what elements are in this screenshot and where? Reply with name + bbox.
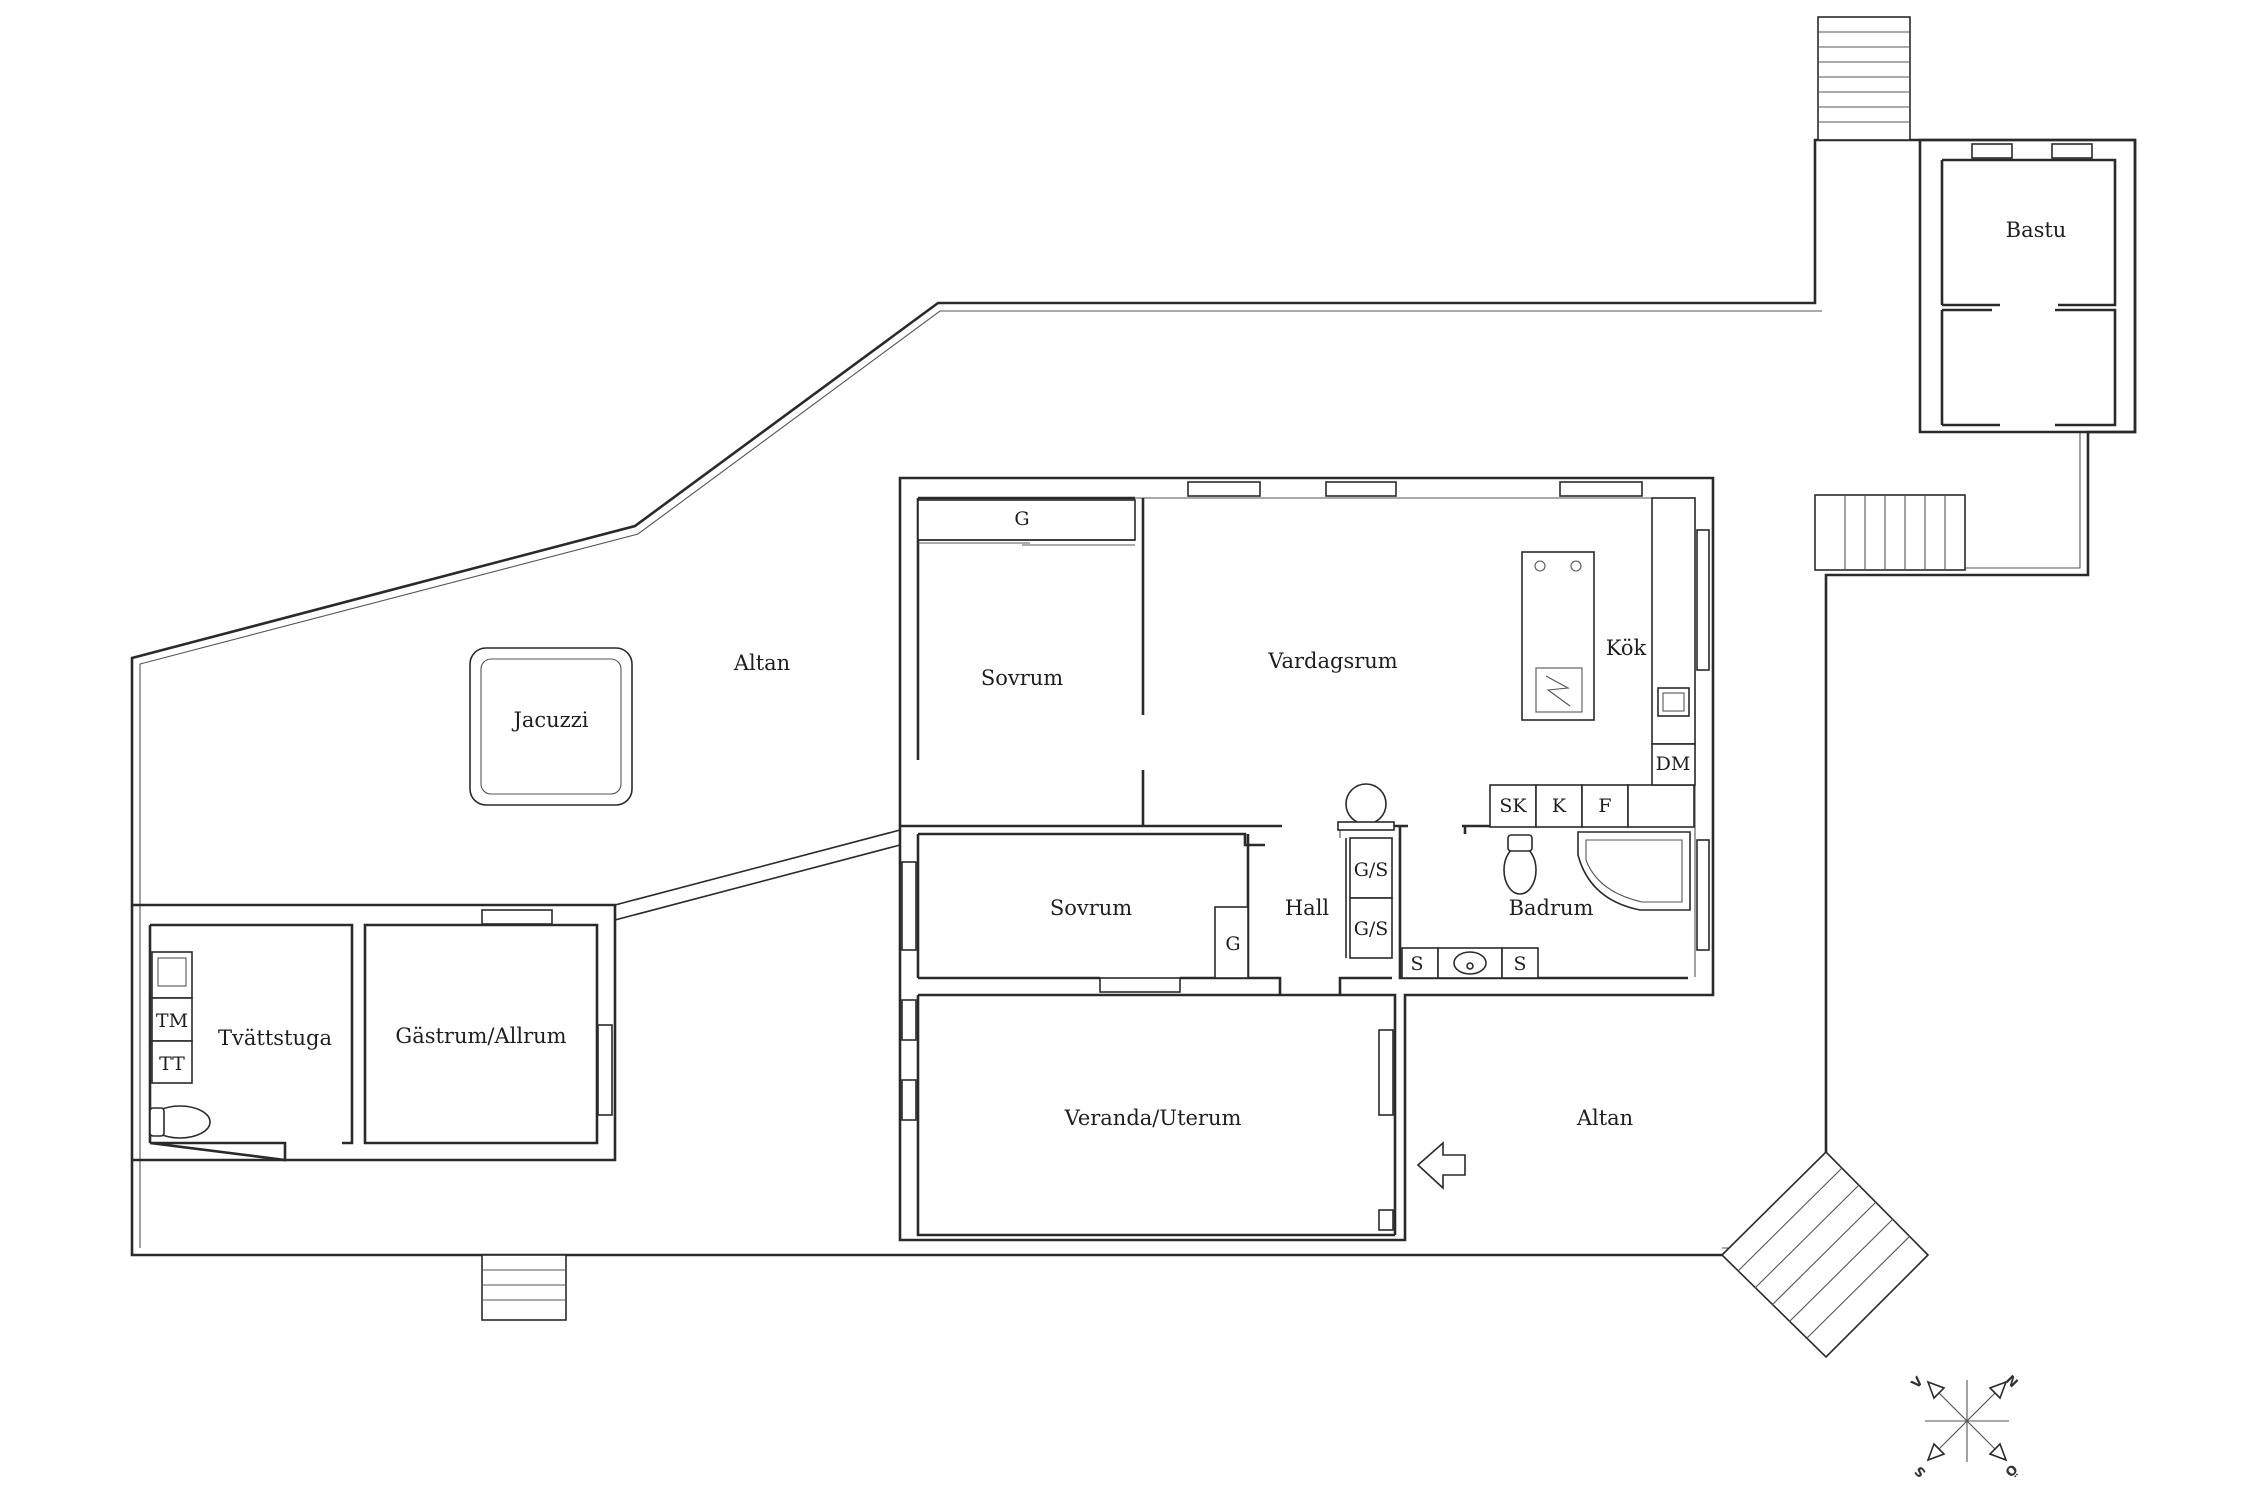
stairs-north: [1817, 16, 1911, 141]
label-kok: Kök: [1606, 636, 1647, 660]
label-sovrum-north: Sovrum: [981, 666, 1063, 690]
deck-railing: [614, 829, 901, 921]
entrance-arrow-icon: [1416, 1141, 1466, 1190]
label-gs-1: G/S: [1354, 859, 1389, 881]
label-tvattstuga: Tvättstuga: [218, 1026, 332, 1050]
label-dm: DM: [1656, 753, 1691, 775]
jacuzzi-tub: [469, 647, 633, 806]
label-f: F: [1598, 795, 1611, 817]
label-s-right: S: [1513, 953, 1526, 975]
label-jacuzzi: Jacuzzi: [511, 708, 588, 732]
label-sk: SK: [1499, 795, 1527, 817]
compass-s: S: [1912, 1463, 1929, 1480]
label-vardagsrum: Vardagsrum: [1267, 649, 1398, 673]
label-k: K: [1552, 795, 1567, 817]
label-veranda: Veranda/Uterum: [1064, 1106, 1242, 1130]
label-hall: Hall: [1285, 896, 1330, 920]
deck-outline: [130, 138, 2137, 1257]
stairs-east: [1814, 494, 1966, 571]
bastu-building: [1918, 138, 2137, 434]
label-badrum: Badrum: [1509, 896, 1594, 920]
label-s-left: S: [1410, 953, 1423, 975]
label-altan-north: Altan: [733, 651, 790, 675]
compass-n: N: [2002, 1373, 2020, 1391]
label-gastrum: Gästrum/Allrum: [395, 1024, 566, 1048]
stairs-south: [481, 1254, 567, 1321]
label-tt: TT: [159, 1053, 185, 1075]
label-tm: TM: [156, 1010, 188, 1032]
compass-v: V: [1909, 1374, 1927, 1392]
label-gs-2: G/S: [1354, 918, 1389, 940]
compass-o: Ö: [2001, 1461, 2020, 1480]
compass-rose-icon: V N S Ö: [1909, 1373, 2021, 1480]
label-g-sovrum: G: [1225, 933, 1240, 955]
label-g-top: G: [1014, 508, 1029, 530]
guest-building: [132, 903, 617, 1162]
label-bastu: Bastu: [2006, 218, 2067, 242]
stairs-southeast: [1720, 1150, 1930, 1359]
main-house: [898, 476, 1715, 1242]
label-altan-south: Altan: [1576, 1106, 1633, 1130]
label-sovrum-south: Sovrum: [1050, 896, 1132, 920]
